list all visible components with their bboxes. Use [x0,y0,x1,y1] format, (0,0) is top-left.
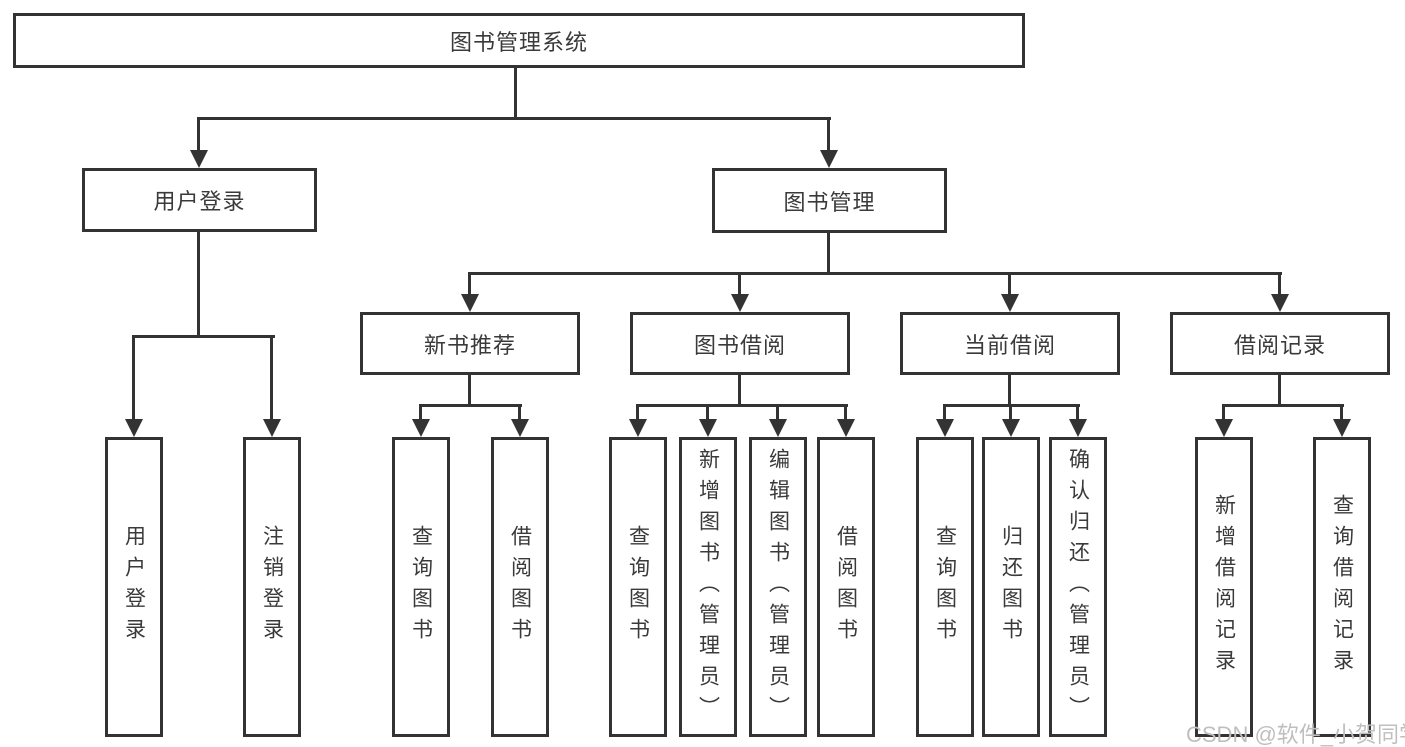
arrow-down-icon [190,150,208,168]
connector-stem [468,375,471,407]
leaf-add-books-admin: 新增图书（管理员） [679,437,737,737]
arrow-down-icon [769,419,787,437]
leaf-borrowing-query-books: 查询图书 [609,437,667,737]
connector-drop [706,404,709,421]
leaf-logout: 注销登录 [243,437,301,737]
arrow-down-icon [511,419,529,437]
node-borrowing-records: 借阅记录 [1170,312,1390,375]
arrow-down-icon [1001,294,1019,312]
leaf-confirm-return-admin: 确认归还（管理员） [1049,437,1107,737]
arrow-down-icon [412,419,430,437]
leaf-user-login: 用户登录 [105,437,163,737]
node-current-borrowing: 当前借阅 [900,312,1120,375]
connector-drop [636,404,639,421]
connector-bus [420,404,522,407]
connector-stem [197,232,200,338]
leaf-add-borrow-record: 新增借阅记录 [1195,437,1253,737]
connector-drop [419,404,422,421]
leaf-borrow-books: 借阅图书 [817,437,875,737]
connector-drop [270,335,273,421]
leaf-recommend-borrow-books: 借阅图书 [491,437,549,737]
connector-stem [827,233,830,275]
leaf-current-query-books: 查询图书 [916,437,974,737]
arrow-down-icon [1002,419,1020,437]
connector-stem [514,68,517,120]
connector-drop [468,272,471,296]
connector-bus [469,272,1282,275]
connector-drop [1076,404,1079,421]
node-book-borrowing: 图书借阅 [630,312,850,375]
connector-drop [132,335,135,421]
connector-drop [776,404,779,421]
connector-bus [1223,404,1344,407]
arrow-down-icon [837,419,855,437]
connector-drop [197,117,200,152]
arrow-down-icon [731,294,749,312]
connector-bus [198,117,831,120]
arrow-down-icon [1333,419,1351,437]
connector-drop [1008,272,1011,296]
arrow-down-icon [699,419,717,437]
leaf-edit-books-admin: 编辑图书（管理员） [749,437,807,737]
arrow-down-icon [263,419,281,437]
arrow-down-icon [1215,419,1233,437]
connector-drop [943,404,946,421]
connector-stem [1008,375,1011,407]
arrow-down-icon [1069,419,1087,437]
connector-drop [844,404,847,421]
connector-drop [1222,404,1225,421]
arrow-down-icon [629,419,647,437]
connector-bus [637,404,848,407]
node-user-login: 用户登录 [82,168,317,232]
node-book-management: 图书管理 [712,168,947,233]
connector-stem [738,375,741,407]
connector-bus [133,335,275,338]
connector-stem [1278,375,1281,407]
connector-drop [518,404,521,421]
arrow-down-icon [1271,294,1289,312]
connector-drop [1340,404,1343,421]
connector-drop [1009,404,1012,421]
node-new-book-recommend: 新书推荐 [360,312,580,375]
leaf-recommend-query-books: 查询图书 [392,437,450,737]
node-library-management-system: 图书管理系统 [13,13,1025,68]
arrow-down-icon [936,419,954,437]
connector-drop [1278,272,1281,296]
arrow-down-icon [461,294,479,312]
leaf-query-borrow-record: 查询借阅记录 [1313,437,1371,737]
connector-bus [944,404,1080,407]
arrow-down-icon [125,419,143,437]
watermark: CSDN @软件_小贺同学 [1186,722,1405,747]
connector-drop [738,272,741,296]
arrow-down-icon [820,150,838,168]
leaf-return-books: 归还图书 [982,437,1040,737]
connector-drop [827,117,830,152]
